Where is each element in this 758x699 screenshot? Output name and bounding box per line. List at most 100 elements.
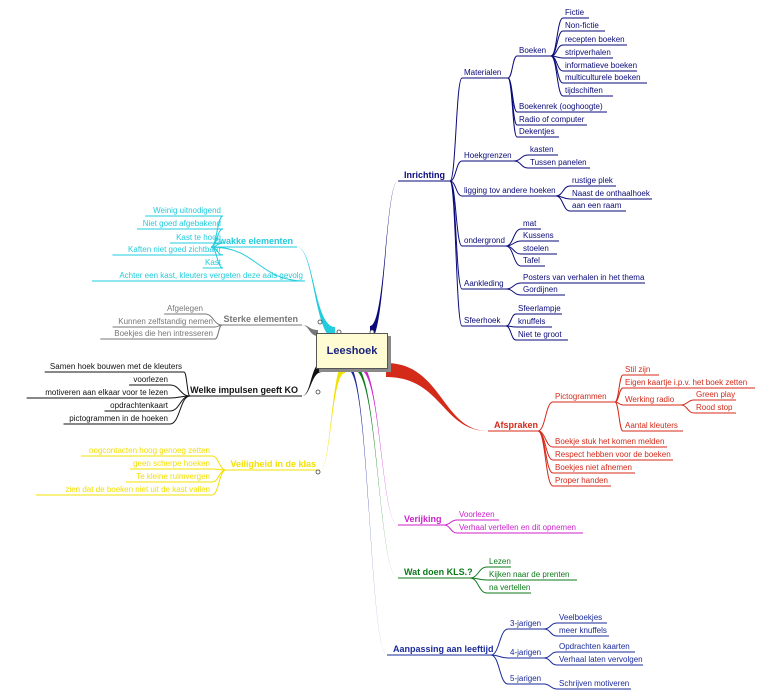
inrichting-node-stripverhalen[interactable]: stripverhalen bbox=[565, 48, 611, 57]
afspraken-link-boekjes-niet-afnemen bbox=[537, 430, 554, 474]
verrijking-node-voorlezen[interactable]: Voorlezen bbox=[459, 510, 495, 519]
inrichting-node-ondergrond[interactable]: ondergrond bbox=[464, 236, 505, 245]
afspraken-link-proper-handen bbox=[537, 430, 554, 487]
afspraken-node-pictogrammen[interactable]: Pictogrammen bbox=[555, 392, 607, 401]
branch-afspraken-label[interactable]: Afspraken bbox=[494, 420, 538, 430]
inrichting-node-stoelen[interactable]: stoelen bbox=[523, 244, 549, 253]
sterke-node-afgelegen[interactable]: Afgelegen bbox=[167, 304, 203, 313]
inrichting-node-kussens[interactable]: Kussens bbox=[523, 231, 554, 240]
sterke-node-boekjes-die-hen-intresseren[interactable]: Boekjes die hen intresseren bbox=[114, 329, 213, 338]
inrichting-node-tijdschiften[interactable]: tijdschiften bbox=[565, 86, 603, 95]
afspraken-link-green-play bbox=[680, 399, 695, 406]
inrichting-node-rustige-plek[interactable]: rustige plek bbox=[572, 176, 614, 185]
zwakke-node-weinig-uitnodigend[interactable]: Weinig uitnodigend bbox=[153, 206, 221, 215]
afspraken-link-rood-stop bbox=[680, 404, 695, 414]
veiligheid-link-oogcontacten-hoog-genoeg-zetten bbox=[211, 455, 227, 471]
inrichting-ribbon bbox=[370, 181, 398, 340]
inrichting-node-materialen[interactable]: Materialen bbox=[464, 68, 501, 77]
afspraken-node-werking-radio[interactable]: Werking radio bbox=[625, 395, 675, 404]
branch-impulsen-label[interactable]: Welke impulsen geeft KO bbox=[190, 385, 298, 395]
aanpassing-node-verhaal-laten-vervolgen[interactable]: Verhaal laten vervolgen bbox=[559, 655, 643, 664]
inrichting-node-fictie[interactable]: Fictie bbox=[565, 8, 585, 17]
inrichting-node-knuffels[interactable]: knuffels bbox=[518, 317, 545, 326]
afspraken-node-proper-handen[interactable]: Proper handen bbox=[555, 476, 608, 485]
inrichting-node-boeken[interactable]: Boeken bbox=[519, 46, 546, 55]
veiligheid-node-oogcontacten-hoog-genoeg-zetten[interactable]: oogcontacten hoog genoeg zetten bbox=[89, 446, 210, 455]
inrichting-node-sfeerlampje[interactable]: Sfeerlampje bbox=[518, 304, 561, 313]
aanpassing-node-meer-knuffels[interactable]: meer knuffels bbox=[559, 626, 607, 635]
watdoen-node-kijken-naar-de-prenten[interactable]: Kijken naar de prenten bbox=[489, 570, 570, 579]
node-handle-icon bbox=[317, 319, 323, 325]
central-node[interactable]: Leeshoek bbox=[316, 333, 388, 369]
afspraken-node-boekje-stuk-het-komen-melden[interactable]: Boekje stuk het komen melden bbox=[555, 437, 664, 446]
veiligheid-link-zien-dat-de-boeken-niet-uit-de-kast-vall bbox=[211, 469, 227, 496]
inrichting-node-niet-te-groot[interactable]: Niet te groot bbox=[518, 330, 562, 339]
branch-veiligheid-label[interactable]: Veiligheid in de klas bbox=[230, 459, 316, 469]
inrichting-node-informatieve-boeken[interactable]: informatieve boeken bbox=[565, 61, 637, 70]
veiligheid-ribbon bbox=[320, 361, 345, 470]
afspraken-node-rood-stop[interactable]: Rood stop bbox=[696, 403, 733, 412]
inrichting-node-boekenrek-ooghoogte[interactable]: Boekenrek (ooghoogte) bbox=[519, 102, 603, 111]
aanpassing-node-5-jarigen[interactable]: 5-jarigen bbox=[510, 674, 541, 683]
impulsen-node-samen-hoek-bouwen-met-de-kleuters[interactable]: Samen hoek bouwen met de kleuters bbox=[50, 362, 182, 371]
inrichting-node-aan-een-raam[interactable]: aan een raam bbox=[572, 201, 622, 210]
aanpassing-link-meer-knuffels bbox=[543, 628, 558, 637]
veiligheid-node-zien-dat-de-boeken-niet-uit-de-kast-vall[interactable]: zien dat de boeken niet uit de kast vall… bbox=[65, 485, 210, 494]
impulsen-node-opdrachtenkaart[interactable]: opdrachtenkaart bbox=[110, 401, 169, 410]
inrichting-node-tafel[interactable]: Tafel bbox=[523, 256, 540, 265]
impulsen-node-voorlezen[interactable]: voorlezen bbox=[133, 375, 168, 384]
afspraken-node-green-play[interactable]: Green play bbox=[696, 390, 735, 399]
afspraken-node-eigen-kaartje-i-p-v-het-boek-zetten[interactable]: Eigen kaartje i.p.v. het boek zetten bbox=[625, 378, 747, 387]
zwakke-node-achter-een-kast-kleuters-vergeten-deze-a[interactable]: Achter een kast, kleuters vergeten deze … bbox=[119, 271, 303, 280]
veiligheid-node-te-kleine-ruimvergen[interactable]: Te kleine ruimvergen bbox=[136, 472, 210, 481]
verrijking-link-voorlezen bbox=[443, 519, 458, 526]
aanpassing-node-veelboekjes[interactable]: Veelboekjes bbox=[559, 613, 602, 622]
branch-watdoen-label[interactable]: Wat doen KLS.? bbox=[404, 567, 473, 577]
inrichting-node-radio-of-computer[interactable]: Radio of computer bbox=[519, 115, 585, 124]
inrichting-node-multiculturele-boeken[interactable]: multiculturele boeken bbox=[565, 73, 641, 82]
inrichting-node-posters-van-verhalen-in-het-thema[interactable]: Posters van verhalen in het thema bbox=[523, 273, 645, 282]
branch-zwakke-label[interactable]: Zwakke elementen bbox=[213, 236, 293, 246]
branch-aanpassing-label[interactable]: Aanpassing aan leeftijd bbox=[393, 644, 494, 654]
inrichting-node-kasten[interactable]: kasten bbox=[530, 145, 554, 154]
veiligheid-node-geen-scherpe-hoeken[interactable]: geen scherpe hoeken bbox=[133, 459, 210, 468]
afspraken-node-stil-zijn[interactable]: Stil zijn bbox=[625, 365, 650, 374]
inrichting-node-naast-de-onthaalhoek[interactable]: Naast de onthaalhoek bbox=[572, 189, 651, 198]
afspraken-node-aantal-kleuters[interactable]: Aantal kleuters bbox=[625, 421, 678, 430]
inrichting-node-tussen-panelen[interactable]: Tussen panelen bbox=[530, 158, 587, 167]
aanpassing-link-schrijven-motiveren bbox=[543, 683, 558, 690]
sterke-node-kunnen-zelfstandig-nemen[interactable]: Kunnen zelfstandig nemen bbox=[118, 317, 213, 326]
inrichting-link-sfeerlampje bbox=[505, 313, 517, 327]
aanpassing-node-4-jarigen[interactable]: 4-jarigen bbox=[510, 648, 541, 657]
impulsen-node-motiveren-aan-elkaar-voor-te-lezen[interactable]: motiveren aan elkaar voor te lezen bbox=[45, 388, 168, 397]
aanpassing-node-opdrachten-kaarten[interactable]: Opdrachten kaarten bbox=[559, 642, 630, 651]
inrichting-link-kasten bbox=[513, 154, 529, 162]
zwakke-node-kaften-niet-goed-zichtbaar[interactable]: Kaften niet goed zichtbaar bbox=[128, 245, 221, 254]
inrichting-node-dekentjes[interactable]: Dekentjes bbox=[519, 127, 555, 136]
inrichting-node-hoekgrenzen[interactable]: Hoekgrenzen bbox=[464, 151, 512, 160]
impulsen-node-pictogrammen-in-de-hoeken[interactable]: pictogrammen in de hoeken bbox=[69, 414, 168, 423]
zwakke-node-niet-goed-afgebakend[interactable]: Niet goed afgebakend bbox=[143, 219, 221, 228]
branch-inrichting-label[interactable]: Inrichting bbox=[404, 170, 445, 180]
sterke-ribbon bbox=[302, 325, 318, 336]
inrichting-node-non-fictie[interactable]: Non-fictie bbox=[565, 21, 599, 30]
aanpassing-node-3-jarigen[interactable]: 3-jarigen bbox=[510, 619, 541, 628]
inrichting-node-mat[interactable]: mat bbox=[523, 219, 537, 228]
inrichting-node-sfeerhoek[interactable]: Sfeerhoek bbox=[464, 316, 501, 325]
inrichting-node-aankleding[interactable]: Aankleding bbox=[464, 279, 504, 288]
branch-sterke-label[interactable]: Sterke elementen bbox=[223, 314, 298, 324]
node-handle-icon bbox=[315, 469, 321, 475]
branch-verrijking-label[interactable]: Verijking bbox=[404, 514, 442, 524]
watdoen-node-lezen[interactable]: Lezen bbox=[489, 557, 511, 566]
sterke-link-afgelegen bbox=[204, 313, 223, 326]
zwakke-node-kast[interactable]: Kast bbox=[205, 258, 222, 267]
inrichting-node-ligging-tov-andere-hoeken[interactable]: ligging tov andere hoeken bbox=[464, 186, 556, 195]
afspraken-node-boekjes-niet-afnemen[interactable]: Boekjes niet afnemen bbox=[555, 463, 632, 472]
watdoen-node-na-vertellen[interactable]: na vertellen bbox=[489, 583, 530, 592]
aanpassing-node-schrijven-motiveren[interactable]: Schrijven motiveren bbox=[559, 679, 629, 688]
afspraken-node-respect-hebben-voor-de-boeken[interactable]: Respect hebben voor de boeken bbox=[555, 450, 671, 459]
inrichting-node-recepten-boeken[interactable]: recepten boeken bbox=[565, 35, 625, 44]
verrijking-node-verhaal-vertellen-en-dit-opnemen[interactable]: Verhaal vertellen en dit opnemen bbox=[459, 523, 576, 532]
inrichting-node-gordijnen[interactable]: Gordijnen bbox=[523, 285, 558, 294]
zwakke-node-kast-te-hoog[interactable]: Kast te hoog bbox=[176, 233, 221, 242]
